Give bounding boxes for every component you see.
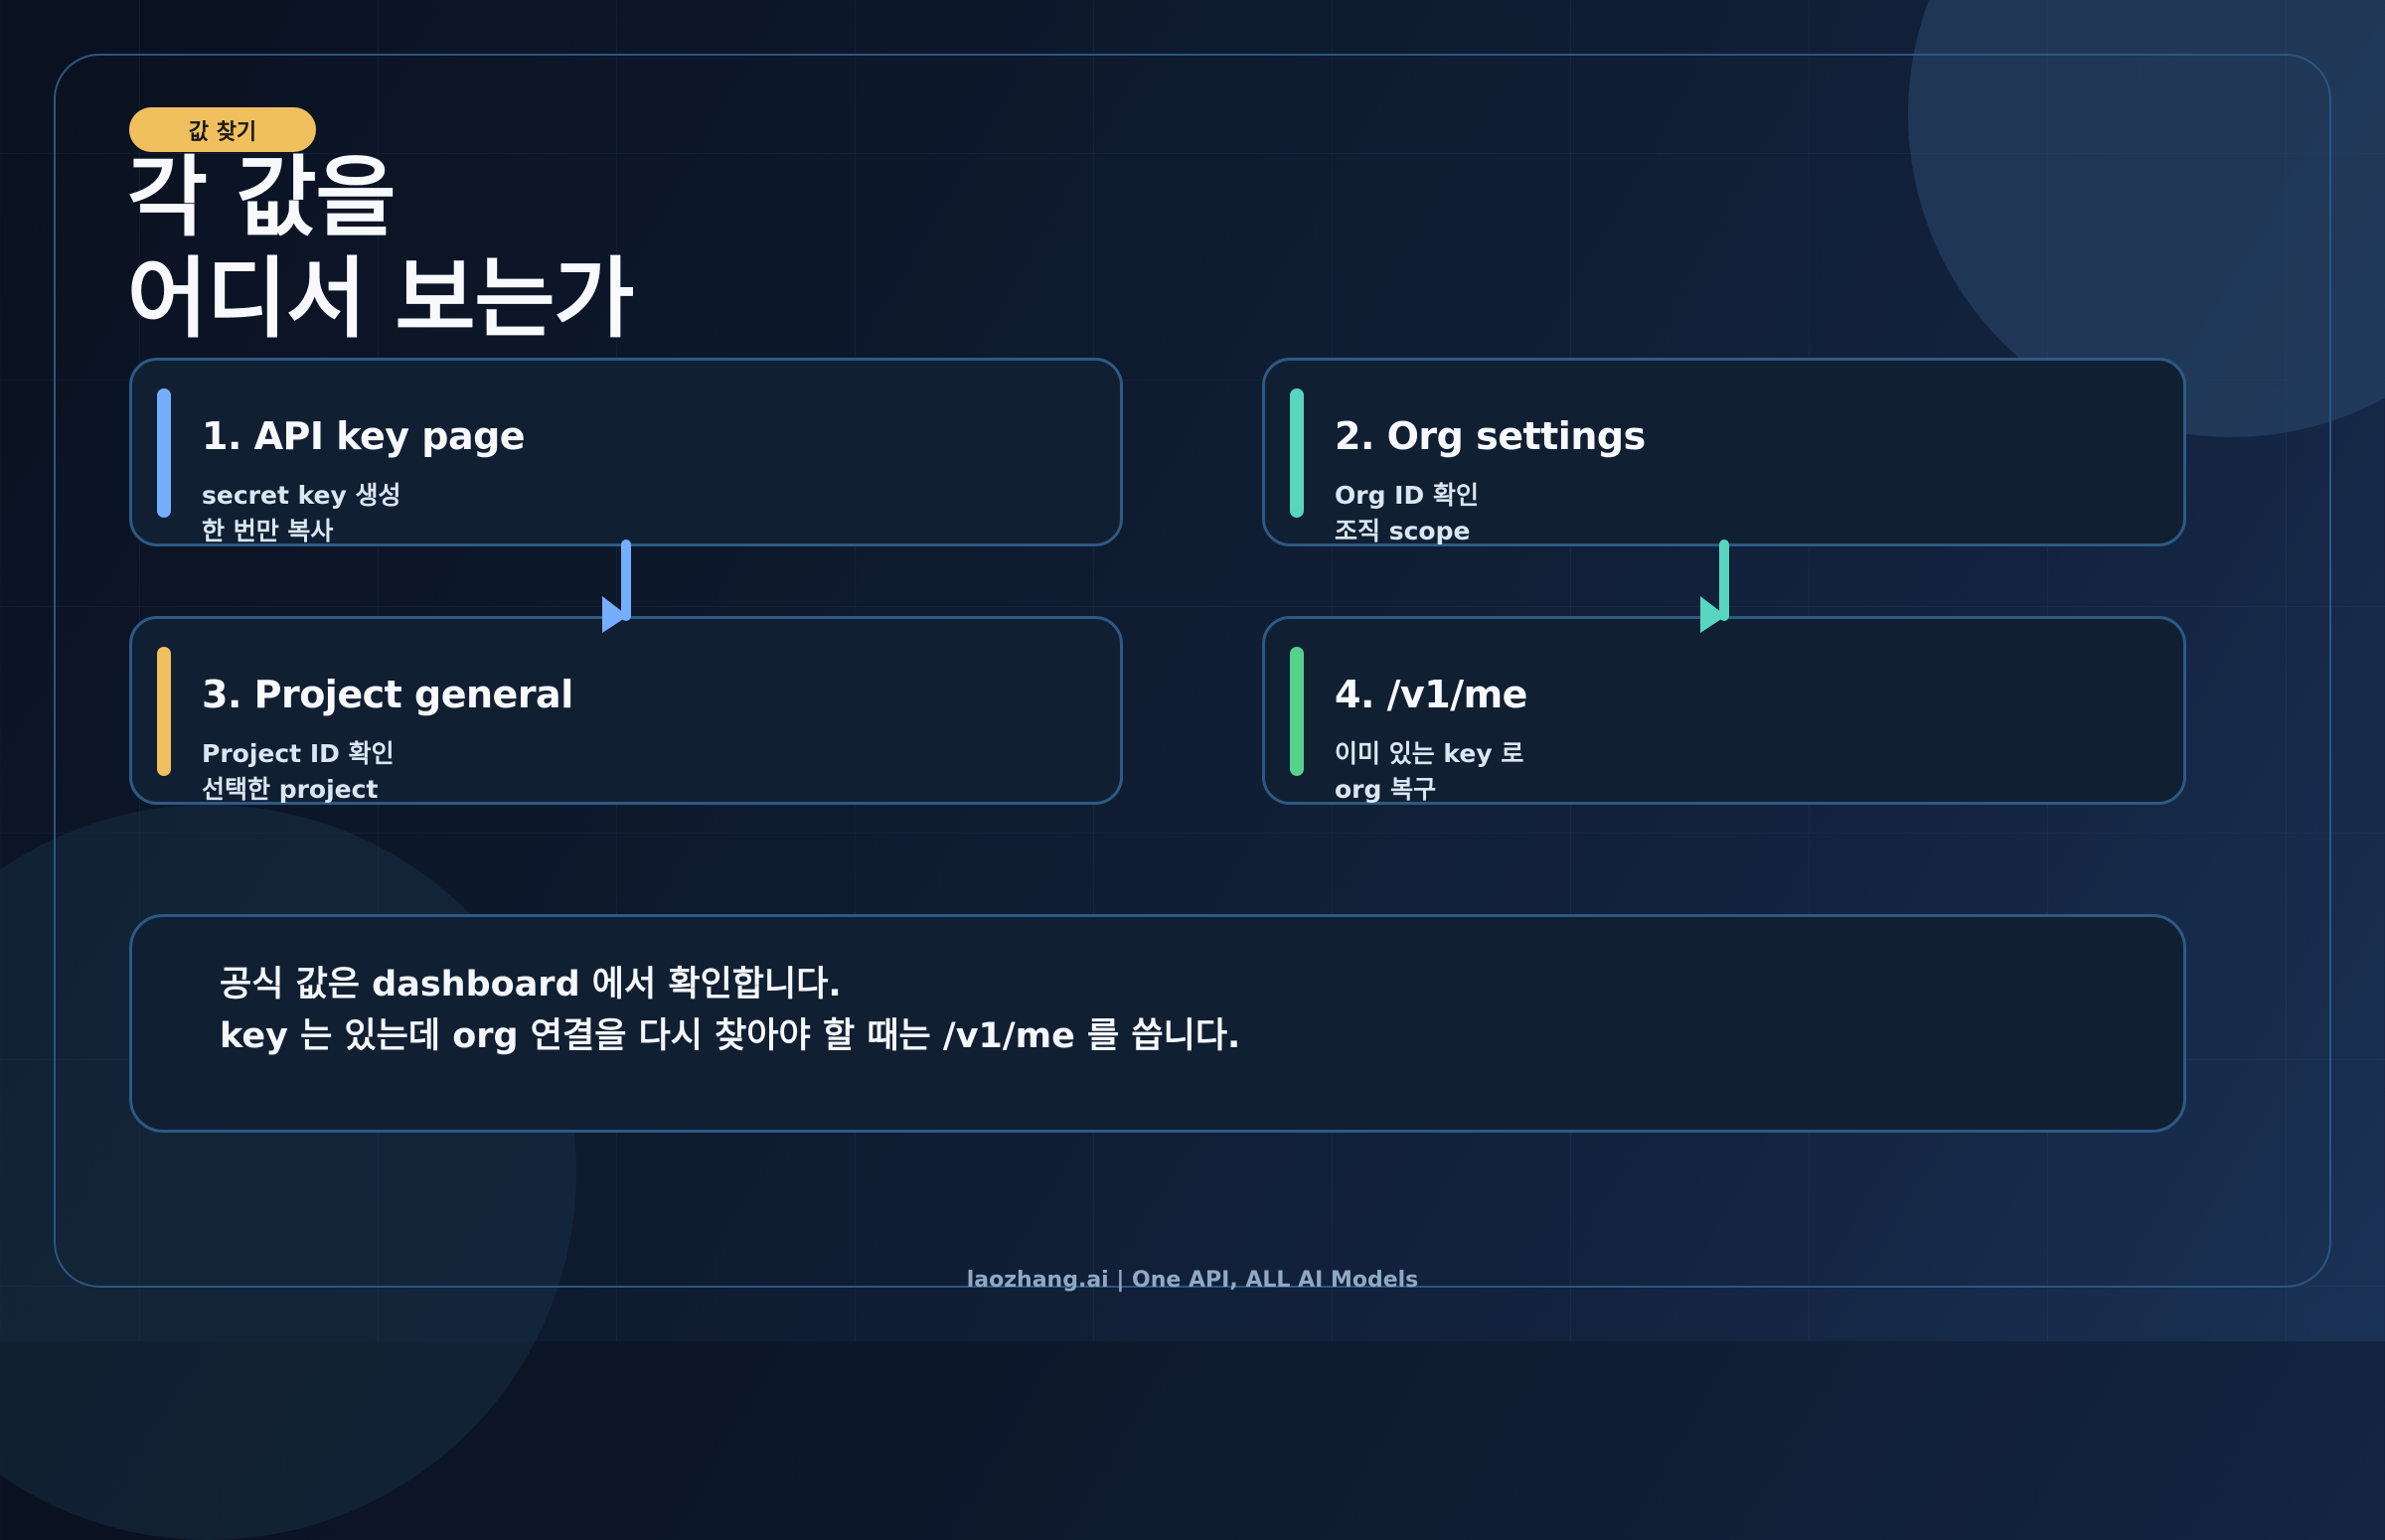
slide-frame [54,54,2331,1288]
summary-note-text: 공식 값은 dashboard 에서 확인합니다. key 는 있는데 org … [220,959,1240,1062]
page-title: 각 값을 어디서 보는가 [127,146,634,350]
summary-line-2: key 는 있는데 org 연결을 다시 찾아야 할 때는 /v1/me 를 씁… [220,1016,1241,1056]
card-line: secret key 생성 [202,481,401,510]
section-badge: 값 찾기 [129,107,316,152]
accent-bar [157,388,171,518]
arrow-down-icon [1700,539,1729,633]
summary-note: 공식 값은 dashboard 에서 확인합니다. key 는 있는데 org … [129,914,2186,1133]
card-project-general: 3. Project general Project ID 확인 선택한 pro… [129,616,1123,805]
page-title-line2: 어디서 보는가 [127,247,634,350]
accent-bar [1290,388,1304,518]
card-line: org 복구 [1335,775,1437,804]
card-description: 이미 있는 key 로 org 복구 [1335,736,1523,808]
accent-bar [1290,647,1304,776]
card-line: 선택한 project [202,775,379,804]
section-badge-label: 값 찾기 [188,119,257,145]
card-org-settings: 2. Org settings Org ID 확인 조직 scope [1262,358,2186,546]
arrow-down-icon [602,539,631,633]
card-line: Org ID 확인 [1335,481,1479,510]
page-title-line1: 각 값을 [127,146,397,248]
card-line: 한 번만 복사 [202,517,334,545]
card-line: 조직 scope [1335,517,1471,545]
accent-bar [157,647,171,776]
card-api-key-page: 1. API key page secret key 생성 한 번만 복사 [129,358,1123,546]
card-line: Project ID 확인 [202,739,395,768]
card-title: 1. API key page [202,414,526,458]
card-title: 2. Org settings [1335,414,1646,458]
card-description: Project ID 확인 선택한 project [202,736,395,808]
card-v1-me: 4. /v1/me 이미 있는 key 로 org 복구 [1262,616,2186,805]
card-title: 3. Project general [202,673,573,716]
card-title: 4. /v1/me [1335,673,1527,716]
card-line: 이미 있는 key 로 [1335,739,1524,768]
card-description: Org ID 확인 조직 scope [1335,478,1479,549]
card-description: secret key 생성 한 번만 복사 [202,478,401,549]
footer-branding: laozhang.ai | One API, ALL AI Models [966,1268,1419,1293]
summary-line-1: 공식 값은 dashboard 에서 확인합니다. [220,965,842,1004]
